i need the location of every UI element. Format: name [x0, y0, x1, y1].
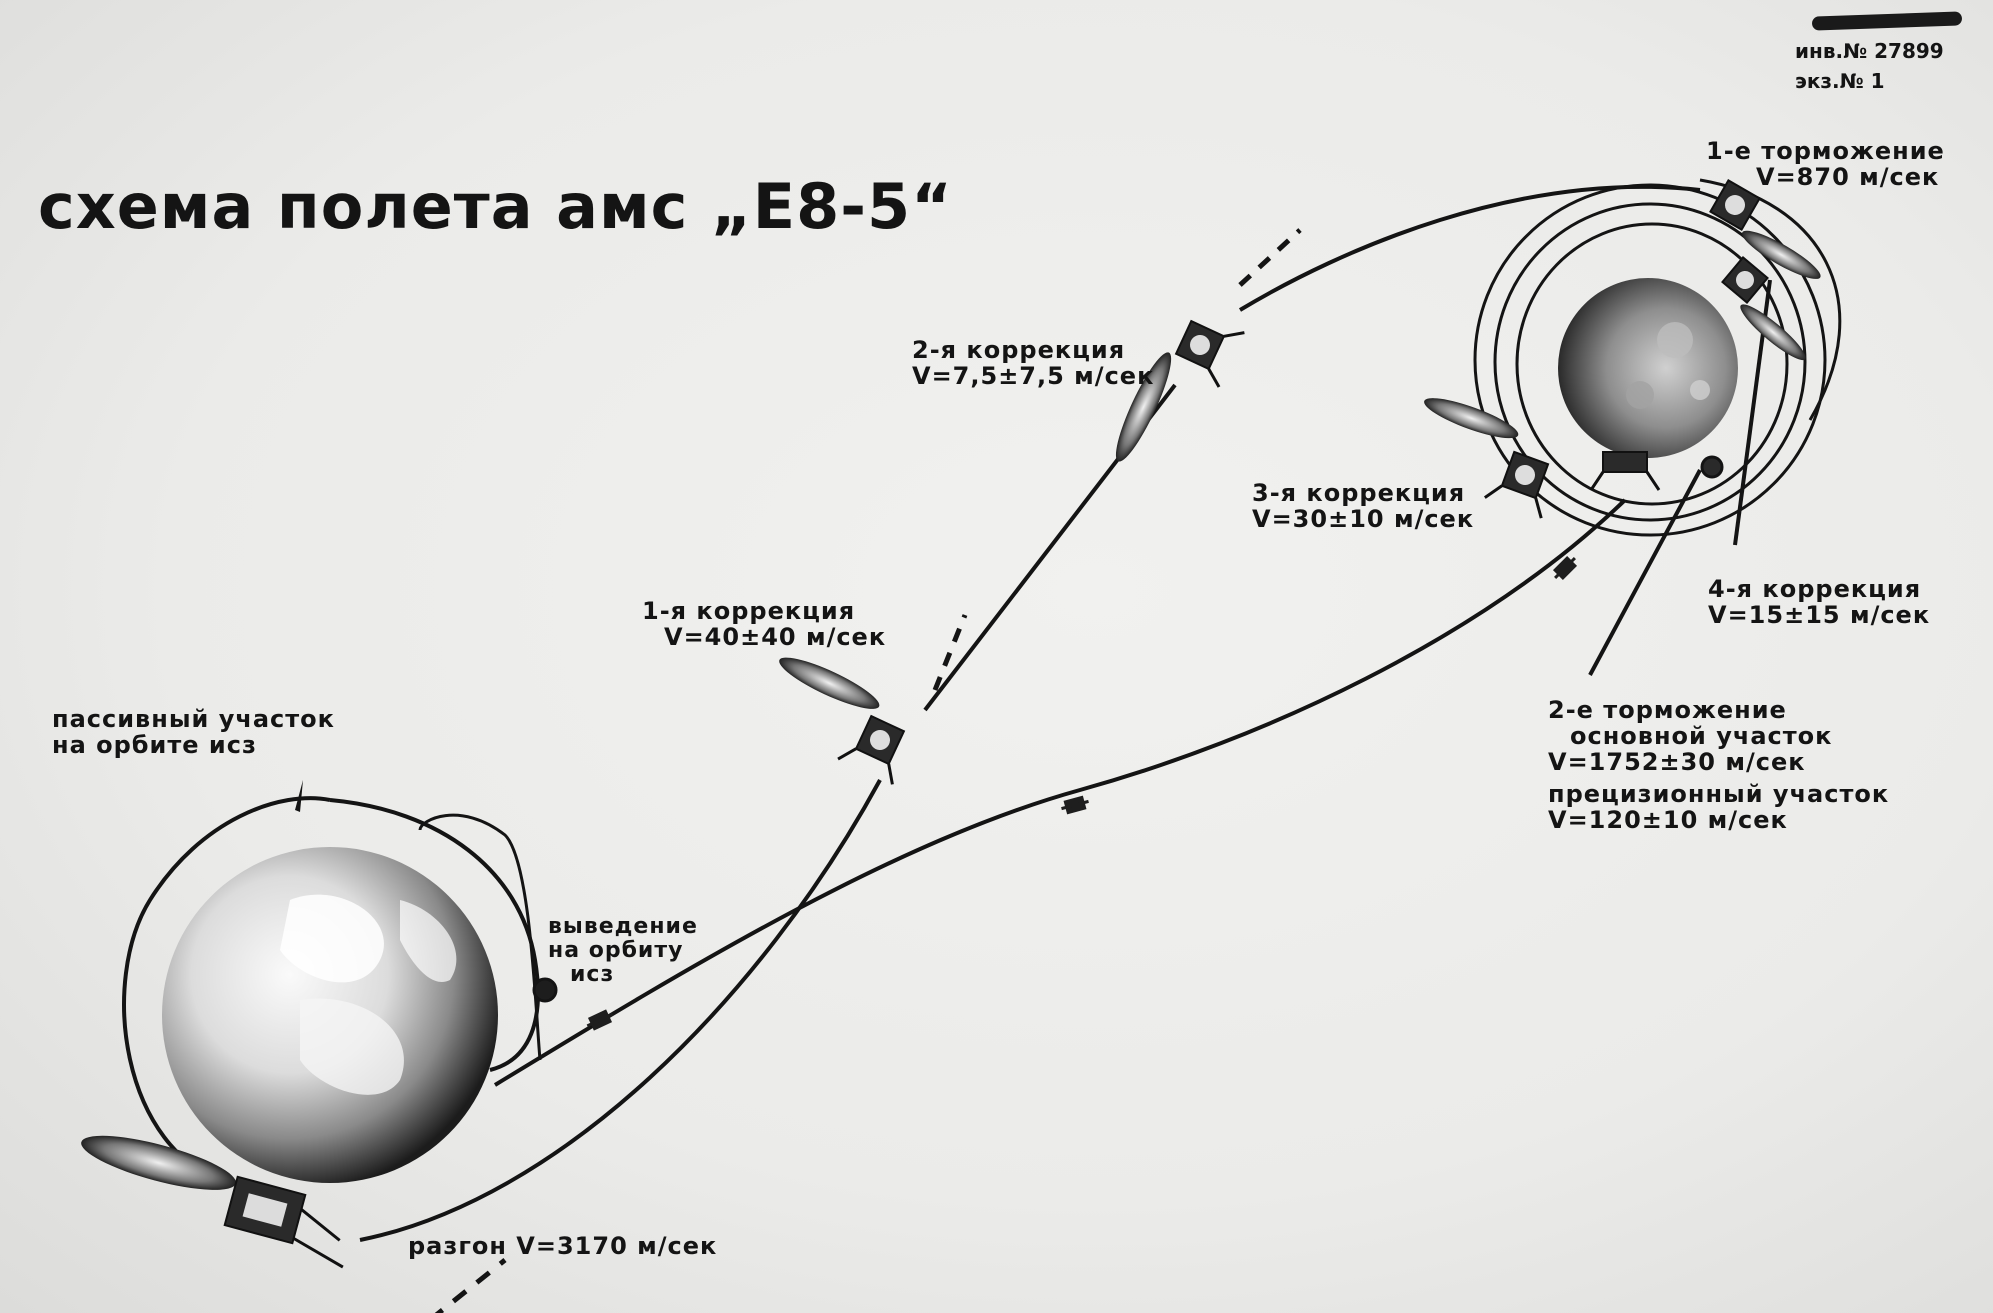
earth-globe	[162, 847, 498, 1183]
earth-parking-orbit-arc-right	[329, 798, 540, 1072]
copy-number: экз.№ 1	[1795, 69, 1885, 93]
brake2-line	[1588, 469, 1702, 676]
inventory-number: инв.№ 27899	[1795, 39, 1944, 63]
earth-cloud-1	[280, 894, 384, 983]
label-correction-3: 3-я коррекция V=30±10 м/сек	[1252, 479, 1475, 533]
rocket-flame-icon	[1115, 352, 1172, 462]
archive-stamp: инв.№ 27899 экз.№ 1	[1795, 36, 1944, 96]
spacecraft-icon	[779, 657, 906, 785]
rocket-flame-icon	[779, 657, 880, 709]
moon-crater-3	[1690, 380, 1710, 400]
arrow-icon	[295, 780, 303, 812]
label-correction-2: 2-я коррекция V=7,5±7,5 м/сек	[912, 336, 1155, 390]
earth-cloud-2	[300, 998, 404, 1095]
spacecraft-icon	[81, 1135, 344, 1269]
spacecraft-icon	[1721, 256, 1806, 361]
earth-cloud-3	[400, 900, 457, 982]
moon-globe	[1558, 278, 1738, 458]
rocket-flame-icon	[1740, 304, 1806, 361]
moon-crater-1	[1657, 322, 1693, 358]
lunar-orbit-3	[1515, 222, 1789, 506]
moon-crater-2	[1626, 381, 1654, 409]
spacecraft-icon	[1589, 451, 1661, 491]
probe-icon	[586, 1009, 614, 1031]
label-boost: разгон V=3170 м/сек	[408, 1232, 718, 1260]
probe-icon	[1552, 555, 1578, 581]
spacecraft-icon	[1424, 398, 1550, 519]
rocket-flame-icon	[1742, 230, 1821, 279]
label-correction-4: 4-я коррекция V=15±15 м/сек	[1708, 575, 1931, 629]
trajectory-dash-insert	[434, 1258, 507, 1313]
lunar-orbit-2	[1493, 202, 1807, 522]
trajectory-dash-c1	[932, 614, 968, 691]
label-braking-2: 2-е торможение основной участок V=1752±3…	[1548, 696, 1890, 834]
rocket-flame-icon	[1424, 398, 1519, 439]
page-title: схема полета амс „Е8-5“	[38, 170, 953, 243]
trajectory-dash-c2	[1238, 228, 1302, 287]
earth-parking-orbit	[418, 813, 542, 1061]
trajectory-earth-to-correction1	[359, 779, 882, 1242]
moon-sphere	[1558, 278, 1738, 458]
earth-parking-orbit-arc	[122, 796, 331, 1187]
marker-dot-icon	[1700, 455, 1724, 479]
label-passive-orbit: пассивный участок на орбите исз	[52, 705, 335, 759]
trajectory-return-long	[493, 498, 1627, 1087]
marker-dot-icon	[532, 977, 558, 1003]
probe-icon	[1061, 795, 1089, 815]
spacecraft-icon	[1115, 319, 1245, 462]
label-correction-1: 1-я коррекция V=40±40 м/сек	[642, 597, 887, 651]
label-orbit-insertion: выведение на орбиту исз	[548, 914, 698, 987]
spacecraft-icon	[1709, 179, 1821, 279]
label-braking-1: 1-е торможение V=870 м/сек	[1706, 137, 1945, 191]
lunar-orbit-1	[1473, 183, 1827, 537]
rocket-flame-icon	[81, 1135, 236, 1190]
